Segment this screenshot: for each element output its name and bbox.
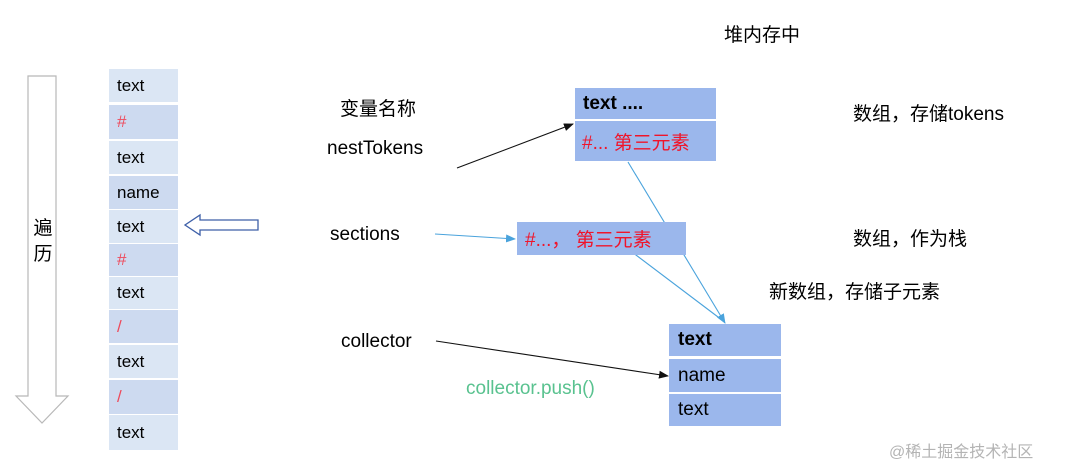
token-text: text	[117, 216, 145, 236]
sections-arrow	[434, 233, 516, 243]
push-call-label: collector.push()	[466, 378, 595, 399]
sections-label: sections	[330, 224, 400, 245]
token-item: text	[109, 210, 178, 243]
token-text: #	[117, 250, 127, 269]
token-text: text	[117, 75, 145, 95]
sections-stack-box: #...， 第三元素	[517, 222, 686, 255]
traverse-label: 遍 历	[32, 216, 54, 268]
collector-row: name	[669, 359, 781, 392]
watermark: @稀土掘金技术社区	[889, 444, 1034, 461]
token-text: text	[117, 147, 145, 167]
token-text: name	[117, 182, 160, 202]
token-item: text	[109, 277, 178, 309]
token-item: /	[109, 380, 178, 414]
collector-row-label: text	[678, 399, 709, 420]
variables-header: 变量名称	[340, 99, 417, 120]
note-new-array: 新数组，存储子元素	[769, 282, 941, 303]
nest-row-section: #... 第三元素	[575, 121, 716, 161]
token-text: #	[117, 112, 127, 131]
token-item: text	[109, 141, 178, 174]
note-array-stack: 数组，作为栈	[853, 229, 968, 250]
collector-arrow	[435, 340, 669, 379]
collector-row: text	[669, 394, 781, 426]
token-item: /	[109, 310, 178, 343]
traverse-down-arrow	[14, 75, 70, 424]
token-text: /	[117, 387, 122, 406]
token-item: text	[109, 415, 178, 450]
token-text: /	[117, 316, 122, 336]
collector-label: collector	[341, 331, 412, 352]
nest-row-text-label: text ....	[583, 92, 644, 114]
token-item: text	[109, 345, 178, 378]
traverse-char-2: 历	[33, 244, 53, 265]
traverse-char-1: 遍	[33, 218, 53, 239]
nest-row-section-label: #... 第三元素	[582, 132, 690, 154]
token-text: text	[117, 283, 145, 302]
nest-row-text: text ....	[575, 88, 716, 119]
token-item: name	[109, 176, 178, 209]
sections-stack-label: #...， 第三元素	[525, 230, 652, 251]
current-token-pointer-arrow	[183, 213, 259, 237]
note-array-tokens: 数组，存储tokens	[853, 104, 1004, 125]
token-item: #	[109, 244, 178, 276]
token-text: text	[117, 351, 145, 371]
token-item: #	[109, 105, 178, 139]
collector-row-label: name	[678, 364, 726, 386]
token-text: text	[117, 422, 145, 442]
collector-row: text	[669, 324, 781, 356]
collector-row-label: text	[678, 329, 712, 350]
token-item: text	[109, 69, 178, 102]
nesttokens-arrow	[456, 123, 574, 169]
nesttokens-label: nestTokens	[327, 138, 424, 159]
section-ref-line	[631, 251, 723, 321]
heap-title: 堆内存中	[724, 25, 801, 46]
